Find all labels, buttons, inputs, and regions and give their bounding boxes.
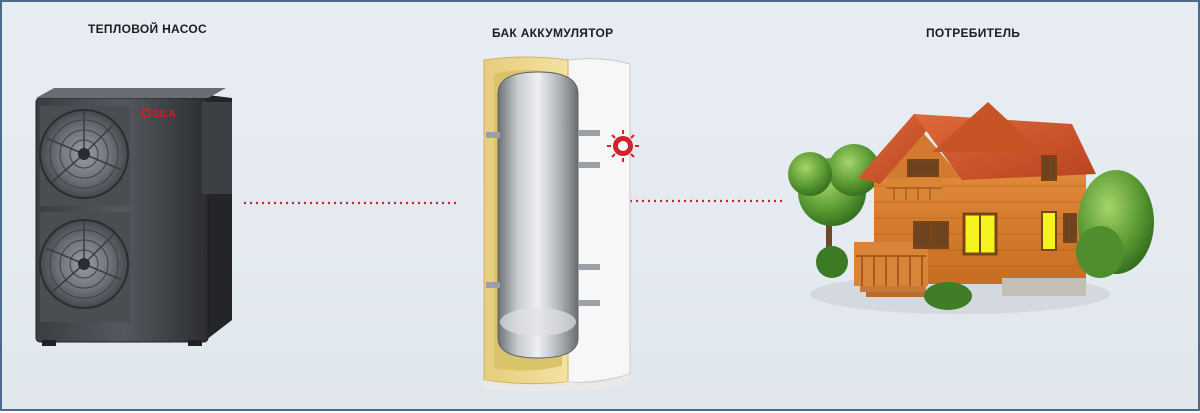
- tank-label: БАК АККУМУЛЯТОР: [492, 26, 614, 40]
- sun-badge-icon: [607, 130, 639, 162]
- fan-bottom: [39, 219, 129, 309]
- fan-top: [39, 109, 129, 199]
- brand-text: SILA: [153, 109, 176, 120]
- sila-logo: SILA: [141, 108, 176, 120]
- heat-pump-unit: SILA: [35, 88, 232, 346]
- storage-tank: [483, 56, 639, 392]
- tree-right-icon: [1076, 170, 1154, 278]
- tree-left-icon: [788, 144, 880, 278]
- consumer-house: [788, 102, 1154, 314]
- heat-pump-label: ТЕПЛОВОЙ НАСОС: [88, 22, 207, 36]
- consumer-label: ПОТРЕБИТЕЛЬ: [926, 26, 1021, 40]
